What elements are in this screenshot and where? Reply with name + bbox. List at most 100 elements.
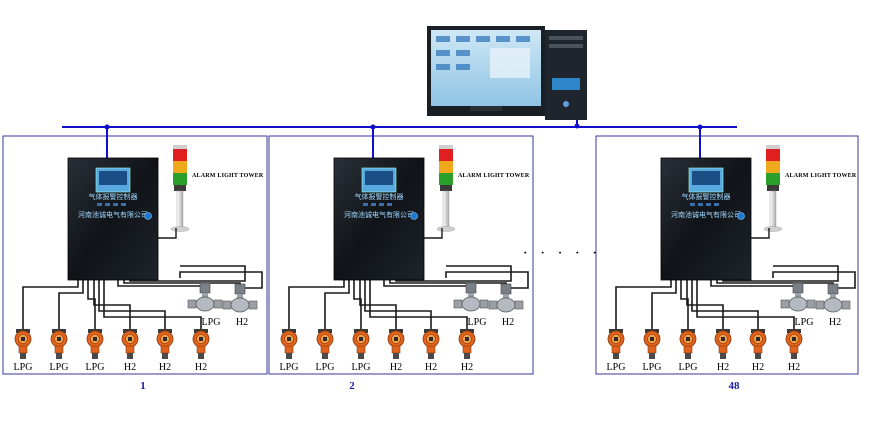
- valve-gas-label: H2: [829, 317, 841, 328]
- valve-gas-label: H2: [236, 317, 248, 328]
- gas-detector: H2: [192, 328, 210, 373]
- controller-brand-label: 河南池诚电气有限公司: [671, 210, 741, 219]
- detector-gas-label: LPG: [14, 362, 33, 373]
- gas-detector-icon: [192, 328, 210, 360]
- detector-gas-label: H2: [425, 362, 437, 373]
- desktop-computer-icon: [427, 26, 587, 129]
- gas-detector: LPG: [352, 328, 371, 373]
- gas-detector: H2: [785, 328, 803, 373]
- solenoid-valve-icon: [780, 282, 816, 312]
- detector-gas-label: H2: [195, 362, 207, 373]
- unit-frame: [595, 135, 859, 375]
- alarm-light-tower-icon: [751, 145, 783, 239]
- signal-wires: [288, 265, 529, 330]
- detector-gas-label: H2: [124, 362, 136, 373]
- gas-detector: H2: [458, 328, 476, 373]
- detector-gas-label: H2: [461, 362, 473, 373]
- alarm-light-tower-icon: [424, 145, 456, 239]
- gas-detector: LPG: [316, 328, 335, 373]
- gas-detector: LPG: [280, 328, 299, 373]
- detector-gas-label: LPG: [50, 362, 69, 373]
- controller-screen-label: 气体报警控制器: [682, 192, 731, 201]
- gas-detector: LPG: [86, 328, 105, 373]
- gas-detector-icon: [607, 328, 625, 360]
- solenoid-valve: LPG: [780, 282, 816, 328]
- unit-frame: [268, 135, 534, 375]
- detector-gas-label: H2: [717, 362, 729, 373]
- gas-detector: LPG: [50, 328, 69, 373]
- gas-detector-icon: [679, 328, 697, 360]
- solenoid-valve-icon: [187, 282, 223, 312]
- alarm-light-tower-label: ALARM LIGHT TOWER: [785, 173, 857, 179]
- gas-detector-icon: [280, 328, 298, 360]
- valve-gas-label: H2: [502, 317, 514, 328]
- controller-brand-label: 河南池诚电气有限公司: [78, 210, 148, 219]
- valve-gas-label: LPG: [468, 317, 487, 328]
- gas-detector-icon: [14, 328, 32, 360]
- controller-brand-label: 河南池诚电气有限公司: [344, 210, 414, 219]
- gas-detector-icon: [749, 328, 767, 360]
- gas-detector-icon: [121, 328, 139, 360]
- gas-detector: H2: [749, 328, 767, 373]
- gas-detector-icon: [643, 328, 661, 360]
- gas-detector: H2: [121, 328, 139, 373]
- detector-gas-label: LPG: [352, 362, 371, 373]
- gas-detector-icon: [458, 328, 476, 360]
- valve-gas-label: LPG: [202, 317, 221, 328]
- gas-detector: H2: [714, 328, 732, 373]
- detector-gas-label: H2: [788, 362, 800, 373]
- detector-gas-label: H2: [159, 362, 171, 373]
- valve-gas-label: LPG: [795, 317, 814, 328]
- gas-detector: H2: [422, 328, 440, 373]
- controller-screen-label: 气体报警控制器: [355, 192, 404, 201]
- gas-detector-icon: [422, 328, 440, 360]
- unit-number-label: 2: [349, 380, 355, 392]
- solenoid-valve: LPG: [453, 282, 489, 328]
- bus-node: [697, 124, 703, 130]
- alarm-light-tower-icon: [158, 145, 190, 239]
- gas-detector-icon: [714, 328, 732, 360]
- gas-detector: LPG: [14, 328, 33, 373]
- solenoid-valve: H2: [815, 283, 851, 328]
- solenoid-valve: H2: [488, 283, 524, 328]
- gas-detector-icon: [352, 328, 370, 360]
- gas-detector-icon: [86, 328, 104, 360]
- alarm-light-tower-label: ALARM LIGHT TOWER: [458, 173, 530, 179]
- solenoid-valve-icon: [453, 282, 489, 312]
- detector-gas-label: LPG: [607, 362, 626, 373]
- detector-gas-label: LPG: [643, 362, 662, 373]
- gas-detector: H2: [156, 328, 174, 373]
- gas-detector: H2: [387, 328, 405, 373]
- ellipsis-more-units: · · · · ·: [523, 245, 602, 262]
- detector-gas-label: H2: [752, 362, 764, 373]
- unit-number-label: 1: [140, 380, 146, 392]
- detector-gas-label: LPG: [280, 362, 299, 373]
- bus-node: [370, 124, 376, 130]
- bus-node: [104, 124, 110, 130]
- gas-detector-icon: [387, 328, 405, 360]
- alarm-light-tower-label: ALARM LIGHT TOWER: [192, 173, 264, 179]
- gas-detector-icon: [50, 328, 68, 360]
- gas-detector-icon: [156, 328, 174, 360]
- detector-gas-label: LPG: [679, 362, 698, 373]
- solenoid-valve: H2: [222, 283, 258, 328]
- detector-gas-label: LPG: [316, 362, 335, 373]
- detector-gas-label: LPG: [86, 362, 105, 373]
- gas-detector-icon: [316, 328, 334, 360]
- unit-frame: [2, 135, 268, 375]
- controller-screen-label: 气体报警控制器: [89, 192, 138, 201]
- gas-detector: LPG: [643, 328, 662, 373]
- unit-number-label: 48: [729, 380, 741, 392]
- gas-detector-icon: [785, 328, 803, 360]
- solenoid-valve: LPG: [187, 282, 223, 328]
- detector-gas-label: H2: [390, 362, 402, 373]
- gas-detector: LPG: [679, 328, 698, 373]
- gas-detector: LPG: [607, 328, 626, 373]
